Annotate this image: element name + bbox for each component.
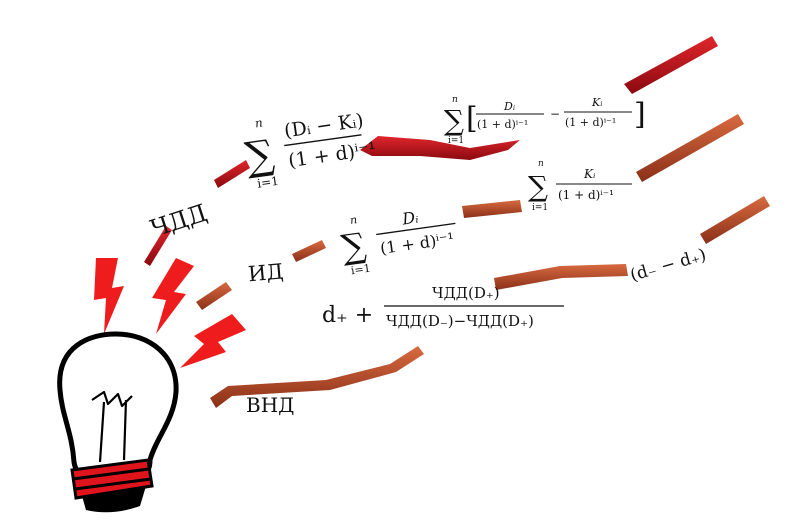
sum-lower: i=1 [448,136,464,146]
fraction-numerator: Kᵢ [583,167,596,181]
pi-ribbon-seg-4 [636,114,744,182]
bracket-close: ] [634,97,646,132]
sum-upper: n [254,115,264,130]
label-npv: ЧДД [147,198,210,242]
pi-ribbon-seg-2 [292,240,326,262]
fraction-denominator: (1 + d)ⁱ⁻¹ [558,188,614,202]
lightning-bolt-icon [180,314,246,368]
minus-sign: − [550,107,560,121]
formula-npv-alt: ∑ n i=1 [ Dᵢ (1 + d)ⁱ⁻¹ − Kᵢ (1 + d)ⁱ⁻¹ … [444,95,646,146]
npv-ribbon-seg-1 [144,226,172,266]
term1-denominator: (1 + d)ⁱ⁻¹ [477,118,528,131]
formula-npv-main: ∑ n i=1 (Dᵢ − Kᵢ) (1 + d)ⁱ⁻¹ [242,109,377,191]
lightning-bolt-icon [152,258,194,334]
sigma: ∑ [444,104,464,137]
sum-lower: i=1 [532,203,548,213]
term2-denominator: (1 + d)ⁱ⁻¹ [565,116,616,129]
lightbulb-icon [57,331,179,513]
sum-lower: i=1 [350,262,371,278]
label-irr: ВНД [246,393,294,417]
npv-ribbon [144,36,718,266]
bulb-base-line-1 [72,467,150,481]
irr-prefix: d₊ + [322,303,373,328]
bulb-filament [91,390,133,463]
irr-ribbon [210,196,770,408]
sum-upper: n [349,213,358,227]
fraction-denominator: (1 + d)ⁱ⁻¹ [379,229,455,258]
bulb-glass [57,331,179,487]
irr-ribbon-seg-3 [700,196,770,244]
formula-pi-numerator: ∑ n i=1 Dᵢ (1 + d)ⁱ⁻¹ [339,208,456,278]
pi-ribbon [196,114,744,310]
npv-ribbon-seg-2 [214,160,250,188]
irr-ribbon-seg-1 [210,346,424,408]
bulb-tip [82,486,146,513]
fraction-numerator: ЧДД(D₊) [432,284,500,302]
bracket-open: [ [466,101,478,136]
sum-upper: n [538,159,544,169]
pi-ribbon-seg-1 [196,282,232,310]
fraction-bar [376,222,456,236]
formula-irr-main: d₊ + ЧДД(D₊) ЧДД(D₋)−ЧДД(D₊) [322,284,564,330]
bulb-base-line-2 [74,477,152,491]
pi-ribbon-seg-3 [462,200,522,218]
npv-ribbon-seg-4 [624,36,718,94]
sum-upper: n [452,95,458,105]
irr-ribbon-seg-2 [494,264,628,290]
sigma: ∑ [242,131,277,181]
sigma: ∑ [528,170,548,203]
label-pi: ИД [247,259,284,286]
lightning-bolts [94,258,246,368]
fraction-numerator: (Dᵢ − Kᵢ) [283,109,365,142]
formula-pi-denominator: ∑ n i=1 Kᵢ (1 + d)ⁱ⁻¹ [528,159,632,213]
sigma: ∑ [339,225,369,268]
fraction-numerator: Dᵢ [400,208,420,229]
fraction-bar [284,134,362,147]
lightning-bolt-icon [94,258,124,334]
term2-numerator: Kᵢ [591,96,602,109]
fraction-denominator: ЧДД(D₋)−ЧДД(D₊) [386,312,534,330]
formula-irr-factor: (d₋ − d₊) [628,245,709,286]
sum-lower: i=1 [256,174,279,191]
term1-numerator: Dᵢ [503,100,515,113]
npv-ribbon-seg-3 [360,136,520,160]
